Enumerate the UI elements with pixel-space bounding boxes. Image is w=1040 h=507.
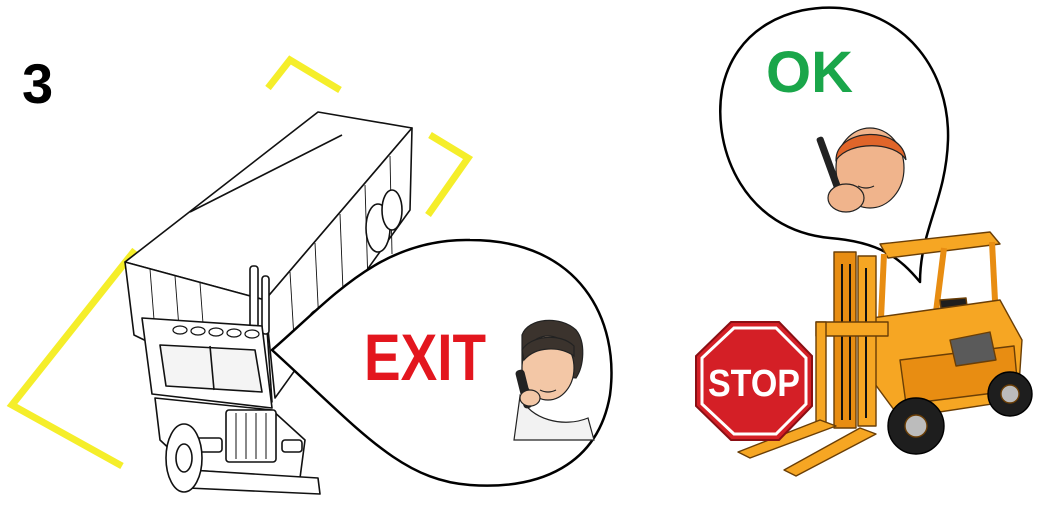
exit-label: EXIT [364, 320, 486, 394]
stop-sign-icon: STOP [696, 322, 812, 440]
stop-label: STOP [708, 363, 800, 405]
ok-label: OK [766, 40, 853, 105]
